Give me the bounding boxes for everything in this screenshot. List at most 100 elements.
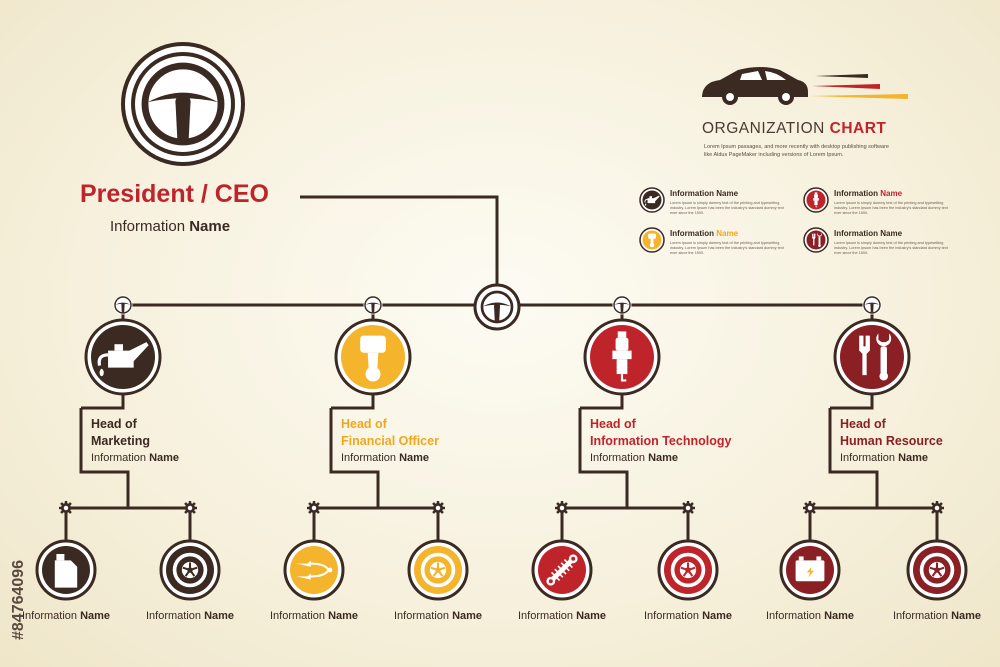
- leaf-label: Information Name: [633, 610, 743, 622]
- speed-lines: [810, 74, 908, 99]
- legend-swatch: [803, 227, 829, 253]
- head-info-name: Name: [898, 452, 929, 464]
- steering-wheel-icon: [480, 290, 514, 324]
- org-chart-title: ORGANIZATION CHART: [702, 120, 886, 138]
- connector-line: [578, 408, 629, 508]
- leaf-node: [779, 539, 841, 601]
- image-id-watermark: #84764096: [10, 559, 27, 640]
- gear-icon: [930, 501, 944, 515]
- gear-icon: [307, 501, 321, 515]
- wheel-icon: [919, 552, 955, 588]
- steering-wheel-icon: [363, 295, 383, 315]
- leaf-info-name: Name: [452, 610, 483, 622]
- legend-description: Lorem Ipsum is simply dummy text of the …: [670, 201, 784, 215]
- connector-line: [300, 195, 499, 290]
- leaf-info-label: Information: [393, 610, 449, 622]
- leaf-info-label: Information: [765, 610, 821, 622]
- leaf-info-name: Name: [576, 610, 607, 622]
- steering-wheel-icon: [141, 62, 225, 146]
- leaf-info-label: Information: [892, 610, 948, 622]
- gear-icon: [59, 501, 73, 515]
- connector-lines: [64, 195, 939, 540]
- legend-label: Information: [834, 189, 878, 198]
- gear-icon: [681, 501, 695, 515]
- leaf-node: [657, 539, 719, 601]
- legend-label: Information: [834, 229, 878, 238]
- legend-name: Name: [880, 189, 903, 198]
- leaf-info-label: Information: [145, 610, 201, 622]
- head-line2: Financial Officer: [341, 434, 439, 448]
- ceo-info: Information Name: [110, 218, 230, 235]
- head-line1: Head of: [341, 417, 387, 431]
- head-info-name: Name: [399, 452, 430, 464]
- department-head-title: Head of Marketing: [91, 416, 150, 450]
- leaf-label: Information Name: [259, 610, 369, 622]
- legend-swatch: [639, 227, 665, 253]
- piston-icon: [648, 233, 656, 248]
- connector-line: [79, 408, 130, 508]
- leaf-info-name: Name: [702, 610, 733, 622]
- department-head-title: Head of Information Technology: [590, 416, 731, 450]
- leaf-info-label: Information: [21, 610, 77, 622]
- ceo-node: [121, 42, 245, 166]
- leaf-node: [283, 539, 345, 601]
- connector-line: [828, 408, 879, 508]
- oil-jug-icon: [54, 554, 78, 588]
- department-node: [583, 318, 661, 396]
- hub-node: [473, 283, 521, 331]
- legend-swatch: [639, 187, 665, 213]
- department-node: [334, 318, 412, 396]
- org-title-main: ORGANIZATION: [702, 120, 825, 137]
- gear-icon: [183, 501, 197, 515]
- department-node: [833, 318, 911, 396]
- tools-icon: [859, 333, 892, 381]
- gear-icon: [803, 501, 817, 515]
- node-layer: [35, 42, 968, 601]
- leaf-node: [159, 539, 221, 601]
- legend-label: Information: [670, 229, 714, 238]
- car-icon: [702, 67, 808, 105]
- legend-name: Name: [716, 189, 739, 198]
- connector-line: [580, 395, 624, 410]
- steering-wheel-icon: [612, 295, 632, 315]
- jumper-cables-icon: [296, 560, 333, 580]
- ceo-title: President / CEO: [80, 180, 269, 208]
- connector-line: [329, 408, 380, 508]
- legend-label: Information: [670, 189, 714, 198]
- head-info-label: Information: [341, 452, 397, 464]
- legend-description: Lorem Ipsum is simply dummy text of the …: [834, 201, 948, 215]
- wheel-icon: [670, 552, 706, 588]
- org-title-accent: CHART: [829, 120, 887, 137]
- legend-title: Information Name: [670, 229, 738, 238]
- wheel-icon: [420, 552, 456, 588]
- department-head-title: Head of Financial Officer: [341, 416, 439, 450]
- ceo-info-label: Information: [110, 218, 186, 235]
- oil-can-icon: [644, 195, 660, 206]
- legend-name: Name: [716, 229, 739, 238]
- leaf-info-name: Name: [951, 610, 982, 622]
- legend-description: Lorem Ipsum is simply dummy text of the …: [670, 241, 784, 255]
- connector-line: [331, 395, 375, 410]
- leaf-info-label: Information: [269, 610, 325, 622]
- department-node: [84, 318, 162, 396]
- legend-title: Information Name: [834, 189, 902, 198]
- legend-name: Name: [880, 229, 903, 238]
- org-description: Lorem Ipsum passages, and more recently …: [704, 144, 889, 158]
- head-info-name: Name: [648, 452, 679, 464]
- department-head-info: Information Name: [341, 452, 429, 464]
- legend-title: Information Name: [670, 189, 738, 198]
- legend-title: Information Name: [834, 229, 902, 238]
- head-line2: Human Resource: [840, 434, 943, 448]
- leaf-info-name: Name: [204, 610, 235, 622]
- connector-line: [830, 395, 874, 410]
- head-line1: Head of: [590, 417, 636, 431]
- head-line2: Information Technology: [590, 434, 732, 448]
- head-line1: Head of: [91, 417, 137, 431]
- head-info-label: Information: [590, 452, 646, 464]
- leaf-node: [531, 539, 593, 601]
- head-line2: Marketing: [91, 434, 151, 448]
- department-head-info: Information Name: [91, 452, 179, 464]
- legend-swatch: [803, 187, 829, 213]
- head-info-label: Information: [91, 452, 147, 464]
